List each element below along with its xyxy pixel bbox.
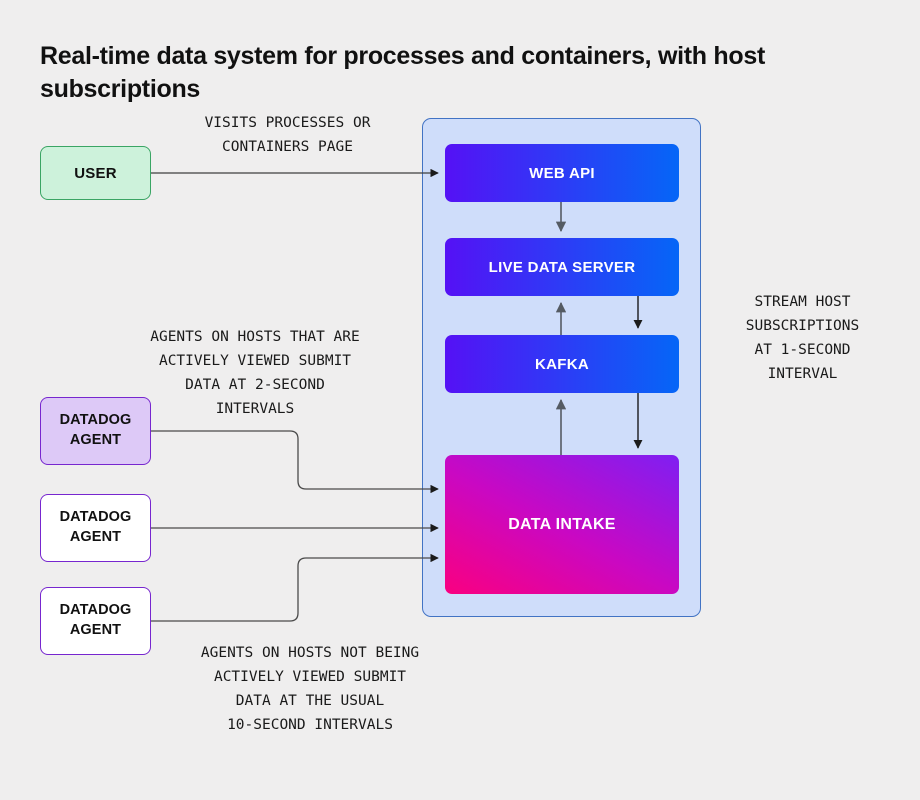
annotation-stream-host-subscriptions: STREAM HOST SUBSCRIPTIONS AT 1-SECOND IN… <box>745 294 860 382</box>
node-datadog-agent-2[interactable]: DATADOG AGENT <box>40 494 151 562</box>
node-data-intake[interactable]: DATA INTAKE <box>445 455 679 594</box>
node-user[interactable]: USER <box>40 146 151 200</box>
node-datadog-agent-1[interactable]: DATADOG AGENT <box>40 397 151 465</box>
node-kafka[interactable]: KAFKA <box>445 335 679 393</box>
annotation-not-actively-viewed: AGENTS ON HOSTS NOT BEING ACTIVELY VIEWE… <box>200 645 420 733</box>
connector-agent-0-to-dataintake <box>151 430 439 494</box>
annotation-actively-viewed: AGENTS ON HOSTS THAT ARE ACTIVELY VIEWED… <box>150 329 360 417</box>
node-web-api[interactable]: WEB API <box>445 144 679 202</box>
annotation-visits-processes: VISITS PROCESSES OR CONTAINERS PAGE <box>204 115 371 155</box>
node-live-data-server[interactable]: LIVE DATA SERVER <box>445 238 679 296</box>
page-title: Real-time data system for processes and … <box>40 42 765 103</box>
connector-agent-2-to-dataintake <box>151 553 439 622</box>
node-datadog-agent-3[interactable]: DATADOG AGENT <box>40 587 151 655</box>
